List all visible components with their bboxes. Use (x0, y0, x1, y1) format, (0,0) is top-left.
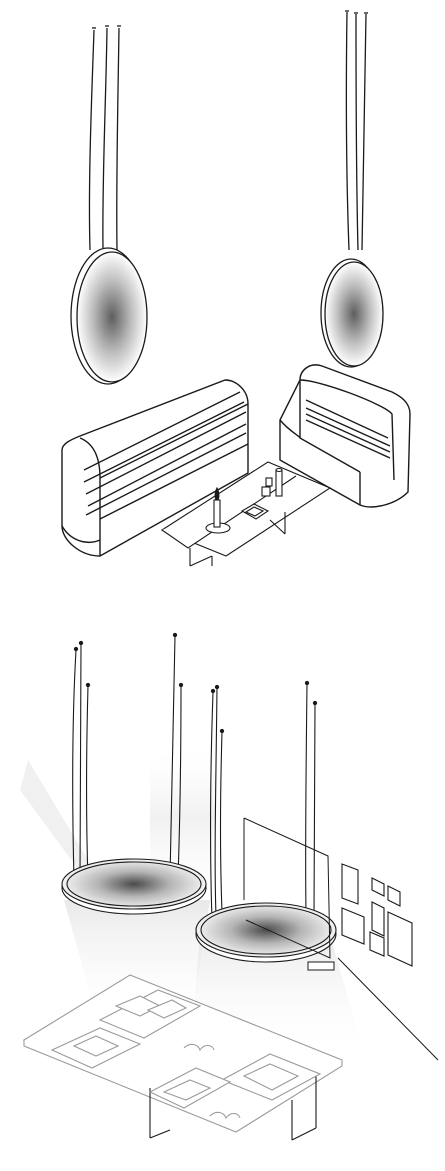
glass-panel (243, 817, 335, 971)
disc-pendant-right (195, 680, 337, 963)
candle (205, 486, 231, 534)
floor-line (337, 957, 439, 1061)
pendant-right (320, 10, 384, 368)
table-objects (240, 467, 283, 520)
sofa-left (61, 379, 249, 557)
long-table (22, 974, 344, 1141)
sofa-right (279, 364, 411, 508)
wall-frames (341, 863, 413, 967)
disc-pendant-left (61, 632, 207, 915)
pendant-left (70, 25, 148, 385)
